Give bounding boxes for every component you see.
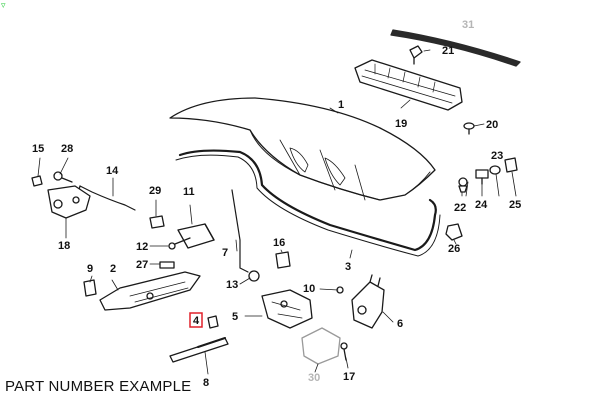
bracket-2 (99, 271, 201, 311)
callout-8[interactable]: 8 (203, 377, 209, 389)
callout-12[interactable]: 12 (136, 241, 148, 253)
callout-27[interactable]: 27 (136, 259, 148, 271)
highlight-box (189, 312, 203, 328)
rod-7 (231, 189, 249, 273)
clip-21 (409, 45, 423, 65)
callout-17[interactable]: 17 (343, 371, 355, 383)
nut-29 (149, 215, 165, 229)
callout-31[interactable]: 31 (462, 19, 474, 31)
spoiler-strip (390, 29, 521, 67)
lock-5 (261, 289, 313, 329)
callout-18[interactable]: 18 (58, 240, 70, 252)
callout-3[interactable]: 3 (345, 261, 351, 273)
part-4 (207, 315, 219, 329)
plate-30 (301, 327, 341, 365)
callout-23[interactable]: 23 (491, 150, 503, 162)
clip-22 (458, 177, 468, 193)
filter-icon[interactable]: ▿ (1, 0, 6, 10)
trunk-seal (175, 149, 441, 257)
actuator-11 (174, 223, 215, 249)
callout-11[interactable]: 11 (183, 186, 195, 198)
callout-7[interactable]: 7 (222, 247, 228, 259)
callout-2[interactable]: 2 (110, 263, 116, 275)
grommet-13 (248, 270, 260, 282)
callout-14[interactable]: 14 (106, 165, 119, 177)
callout-5[interactable]: 5 (232, 311, 238, 323)
callout-28[interactable]: 28 (61, 143, 73, 155)
bolt-15 (31, 175, 43, 187)
callout-15[interactable]: 15 (32, 143, 44, 155)
hinge-18 (47, 185, 91, 219)
caption: PART NUMBER EXAMPLE (5, 378, 192, 395)
callout-26[interactable]: 26 (448, 243, 460, 255)
callout-21[interactable]: 21 (442, 45, 454, 57)
trunk-lid (169, 97, 436, 201)
callout-29[interactable]: 29 (149, 185, 161, 197)
callout-22[interactable]: 22 (454, 202, 466, 214)
gas-strut-8 (169, 337, 229, 363)
buffer-16 (275, 251, 291, 269)
bumper-25 (504, 157, 518, 173)
screw-17 (340, 342, 348, 361)
callout-9[interactable]: 9 (87, 263, 93, 275)
stud-27 (159, 261, 175, 269)
callout-4[interactable]: 4 (193, 315, 200, 327)
callout-24[interactable]: 24 (475, 199, 488, 211)
callout-30[interactable]: 30 (308, 372, 320, 384)
nut-23 (489, 165, 501, 175)
callout-16[interactable]: 16 (273, 237, 285, 249)
leader-lines (37, 49, 517, 375)
brake-light (354, 59, 463, 111)
screw-20 (463, 122, 475, 135)
screw-12 (168, 242, 176, 250)
callout-13[interactable]: 13 (226, 279, 238, 291)
callout-10[interactable]: 10 (303, 283, 315, 295)
screw-28 (53, 171, 73, 183)
stop-26 (445, 223, 463, 241)
latch-6 (351, 274, 385, 329)
callout-25[interactable]: 25 (509, 199, 521, 211)
callout-6[interactable]: 6 (397, 318, 403, 330)
callout-20[interactable]: 20 (486, 119, 498, 131)
callout-19[interactable]: 19 (395, 118, 407, 130)
bolt-24 (475, 169, 489, 185)
callout-1[interactable]: 1 (338, 99, 344, 111)
